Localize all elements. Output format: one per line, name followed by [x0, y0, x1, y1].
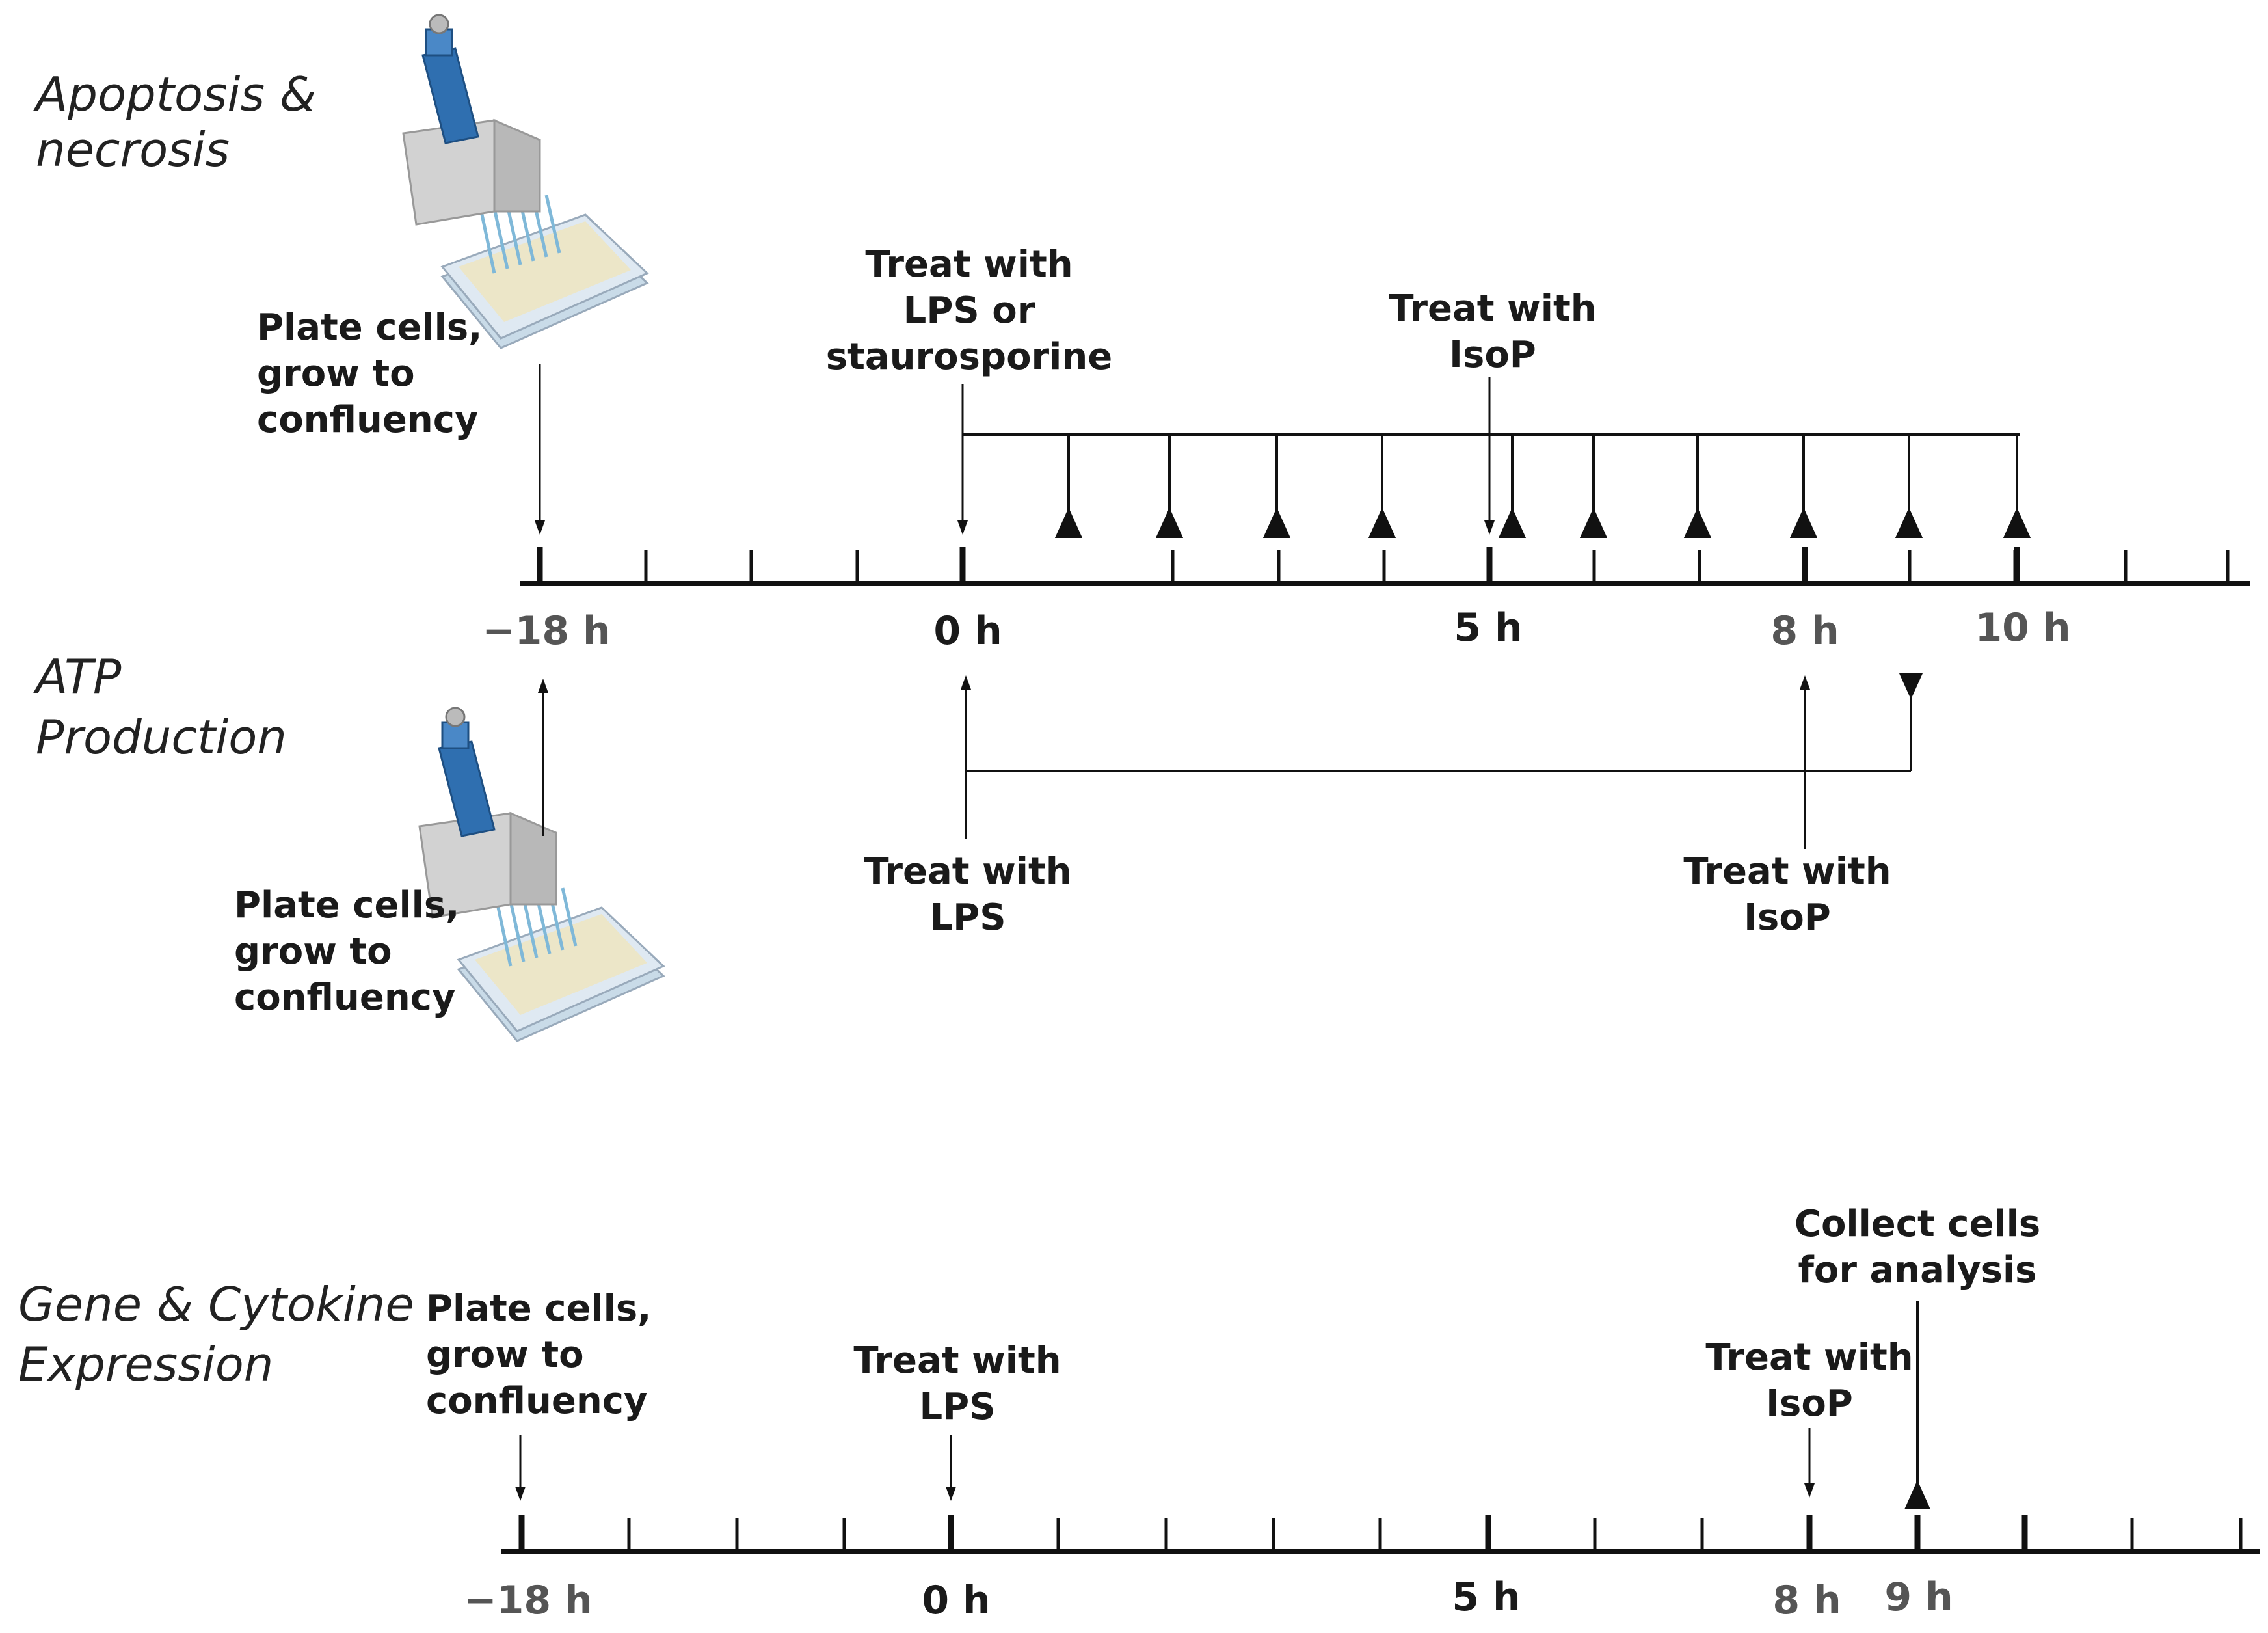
plate-label-line: Plate cells,: [426, 1288, 651, 1330]
atp-title-line1: ATP: [33, 649, 122, 704]
treat-arrow-gene: [946, 1435, 956, 1501]
treat-arrow-atp: [961, 675, 971, 839]
treat-lps-label-atp: Treat with LPS: [864, 850, 1071, 939]
collection-triangle: [1789, 507, 1818, 538]
axis-top-major-ticks: [537, 547, 2020, 584]
atp-title-line2: Production: [36, 710, 287, 764]
isop-label-line: Treat with: [1705, 1336, 1913, 1379]
plate-label-line: grow to: [426, 1334, 584, 1376]
apoptosis-title-line2: necrosis: [36, 122, 230, 177]
treat-label-line: staurosporine: [826, 336, 1112, 378]
axis-top-tick-label: 5 h: [1454, 605, 1522, 651]
axis-top-minor-ticks: [644, 550, 2230, 584]
treat-isop-label-apoptosis: Treat with IsoP: [1389, 288, 1596, 376]
collection-triangle: [1683, 507, 1712, 538]
isop-label-line: IsoP: [1744, 897, 1831, 939]
collection-triangle: [1579, 507, 1608, 538]
plate-label-line: Plate cells,: [234, 884, 459, 926]
treat-label-line: LPS: [929, 897, 1006, 939]
collection-triangle: [1904, 1480, 1930, 1509]
isop-label-line: IsoP: [1449, 334, 1536, 376]
plate-label-line: confluency: [234, 977, 455, 1019]
treat-isop-label-atp: Treat with IsoP: [1683, 850, 1891, 939]
axis-bottom-minor-ticks: [627, 1518, 2243, 1552]
plate-label-line: confluency: [426, 1380, 647, 1422]
isop-label-line: IsoP: [1766, 1383, 1853, 1425]
treat-arrow-apoptosis: [957, 384, 968, 535]
axis-bottom-tick-label: 8 h: [1772, 1578, 1841, 1623]
collection-triangle: [1368, 507, 1396, 538]
treat-label-line: Treat with: [853, 1340, 1061, 1382]
treat-label-line: LPS or: [903, 290, 1035, 332]
collection-triangle: [1262, 507, 1291, 538]
collection-triangle: [1155, 507, 1184, 538]
treat-lps-staurosporine-label: Treat with LPS or staurosporine: [826, 243, 1112, 378]
collection-markers-top: [1054, 435, 2031, 538]
plate-cells-label-atp: Plate cells, grow to confluency: [234, 884, 459, 1019]
plate-label-line: confluency: [257, 399, 478, 441]
collect-label-line: for analysis: [1798, 1249, 2037, 1291]
collection-triangle: [1498, 507, 1527, 538]
collect-cells-label: Collect cells for analysis: [1794, 1203, 2040, 1291]
isop-label-line: Treat with: [1389, 288, 1596, 330]
isop-label-line: Treat with: [1683, 850, 1891, 893]
gene-title-line2: Expression: [18, 1337, 273, 1392]
plate-arrow-apoptosis: [535, 364, 545, 535]
collection-triangle: [1054, 507, 1083, 538]
plate-cells-label-apoptosis: Plate cells, grow to confluency: [257, 306, 482, 441]
axis-top-tick-label: 0 h: [933, 608, 1002, 654]
collect-label-line: Collect cells: [1794, 1203, 2040, 1245]
plate-label-line: grow to: [234, 930, 392, 973]
treat-label-line: Treat with: [864, 850, 1071, 893]
axis-bottom-tick-label: 0 h: [922, 1578, 990, 1623]
plate-cells-label-gene: Plate cells, grow to confluency: [426, 1288, 651, 1422]
axis-top-tick-label: 10 h: [1975, 605, 2070, 651]
pipette-plate-icon: [402, 14, 649, 349]
axis-bottom-tick-label: 5 h: [1452, 1574, 1520, 1620]
treat-label-line: Treat with: [865, 243, 1073, 286]
axis-bottom-tick-label: 9 h: [1884, 1574, 1953, 1620]
isop-arrow-gene: [1804, 1428, 1815, 1498]
axis-bottom-major-ticks: [518, 1515, 2028, 1552]
collection-triangle: [2003, 507, 2031, 538]
apoptosis-title-line1: Apoptosis &: [33, 67, 316, 122]
plate-arrow-atp: [538, 679, 548, 836]
axis-top-tick-label: 8 h: [1770, 608, 1839, 654]
treat-label-line: LPS: [919, 1386, 995, 1428]
treat-lps-label-gene: Treat with LPS: [853, 1340, 1061, 1428]
treat-isop-label-gene: Treat with IsoP: [1705, 1336, 1913, 1425]
isop-arrow-atp: [1800, 675, 1810, 849]
collection-triangle: [1895, 507, 1923, 538]
collect-marker-gene: [1904, 1301, 1930, 1509]
axis-bottom-tick-label: −18 h: [464, 1578, 592, 1623]
plate-arrow-gene: [515, 1435, 526, 1501]
plate-label-line: grow to: [257, 353, 415, 395]
isop-arrow-apoptosis: [1484, 377, 1495, 535]
plate-label-line: Plate cells,: [257, 306, 482, 349]
collection-triangle-atp: [1899, 673, 1923, 699]
axis-top-tick-label: −18 h: [482, 608, 610, 654]
pipette-plate-icon: [418, 707, 665, 1042]
gene-title-line1: Gene & Cytokine: [18, 1277, 414, 1332]
